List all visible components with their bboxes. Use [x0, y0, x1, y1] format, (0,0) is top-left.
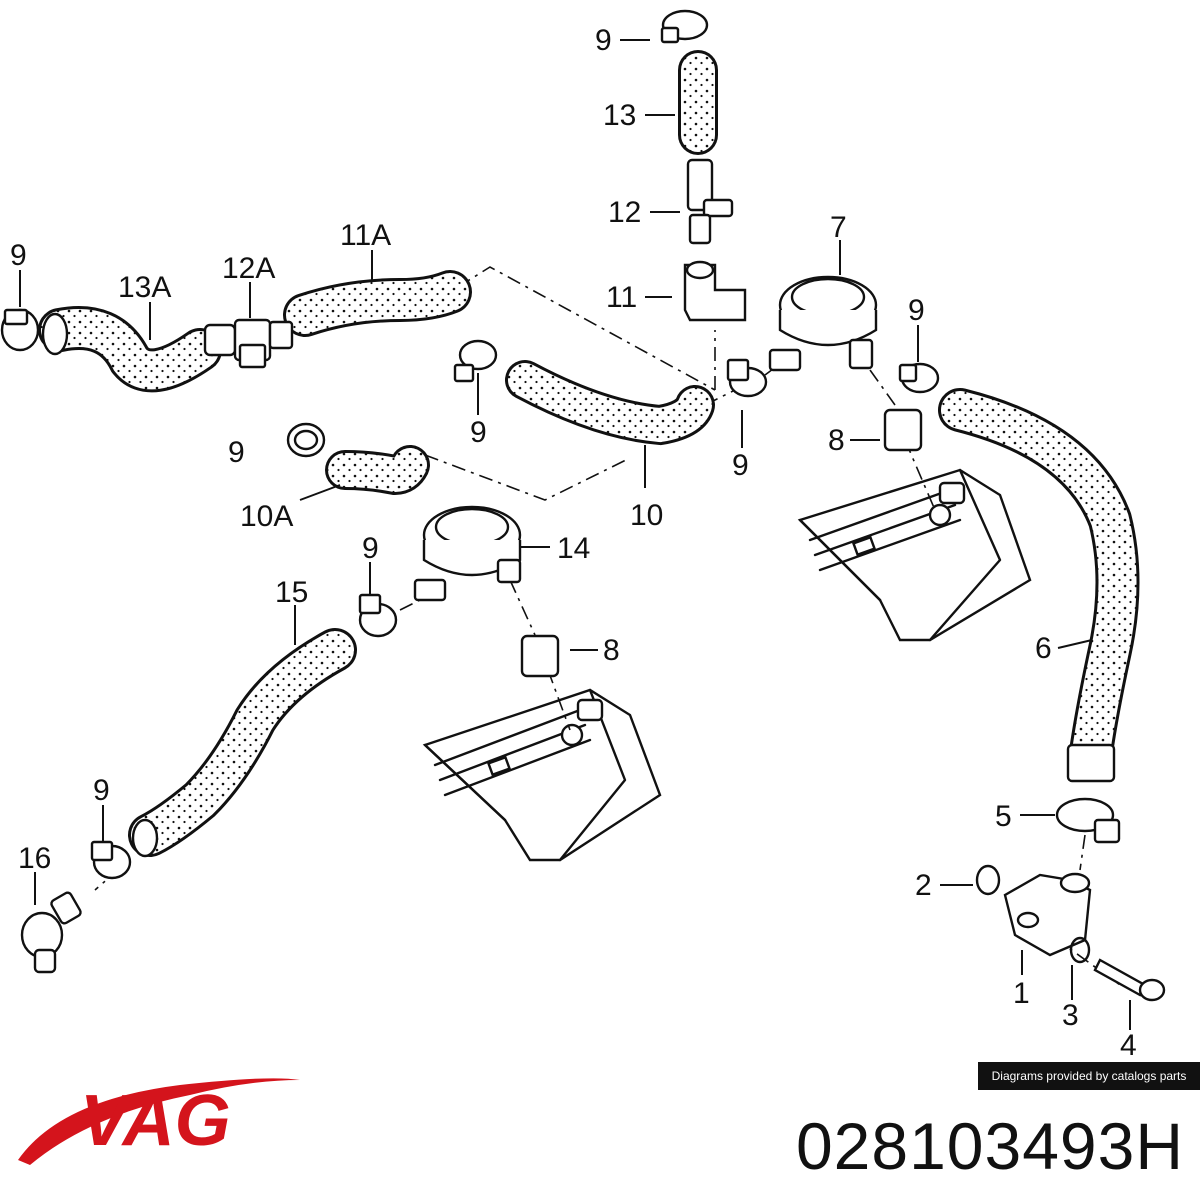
credit-banner: Diagrams provided by catalogs parts: [978, 1062, 1200, 1090]
connector-12: [686, 158, 734, 245]
label-8-bottom: 8: [603, 634, 620, 667]
bolt-4: [1093, 958, 1166, 1002]
label-5: 5: [995, 800, 1012, 833]
label-9-right-top: 9: [908, 294, 925, 327]
valve-14: [413, 505, 522, 602]
label-7: 7: [830, 211, 847, 244]
connector-12a: [203, 318, 294, 369]
hose-11a: [283, 270, 472, 337]
fitting-1: [1003, 872, 1092, 957]
valve-7: [768, 275, 878, 372]
label-10: 10: [630, 499, 663, 532]
washer-3: [1069, 936, 1091, 964]
label-14: 14: [557, 532, 590, 565]
label-8-top: 8: [828, 424, 845, 457]
label-12: 12: [608, 196, 641, 229]
label-9-top: 9: [595, 24, 612, 57]
label-9-10a: 9: [228, 436, 245, 469]
label-9-bottom-left: 9: [93, 774, 110, 807]
vag-logo-swoosh: [18, 1078, 300, 1165]
assembly-dash-lines: [94, 266, 1121, 986]
hose-6: [938, 388, 1140, 783]
hose-10: [505, 360, 715, 446]
hose-10a: [325, 445, 430, 496]
label-15: 15: [275, 576, 308, 609]
label-4: 4: [1120, 1029, 1137, 1062]
label-2: 2: [915, 869, 932, 902]
vag-logo: VAG: [18, 1078, 300, 1165]
label-11a: 11A: [340, 219, 391, 252]
clamp-9-mid-left: [453, 339, 498, 383]
hose-13a: [38, 306, 222, 393]
clamp-9-bottom-left: [90, 840, 132, 880]
label-11: 11: [606, 281, 637, 314]
hose-15: [128, 628, 357, 858]
part-labels: 9 13 12 11 11A 7 9 13A 12A 9 9 9 8 9 10 …: [10, 24, 1137, 1062]
label-6: 6: [1035, 632, 1052, 665]
clamp-9-left: [0, 308, 40, 352]
label-16: 16: [18, 842, 51, 875]
part-number: 028103493H: [795, 1109, 1184, 1183]
grommet-8-top: [883, 408, 923, 452]
clamp-9-left-10a: [286, 422, 326, 458]
oring-2: [975, 864, 1001, 896]
label-12a: 12A: [222, 252, 275, 285]
label-3: 3: [1062, 999, 1079, 1032]
label-9-mid-left: 9: [470, 416, 487, 449]
clamp-9-mid-right: [726, 358, 768, 398]
callout-leaders: [19, 39, 1131, 1030]
cylinder-head-cover-left: [422, 688, 662, 862]
elbow-11: [683, 260, 747, 322]
label-9-mid-right: 9: [732, 449, 749, 482]
label-9-15: 9: [362, 532, 379, 565]
label-13: 13: [603, 99, 636, 132]
label-10a: 10A: [240, 500, 293, 533]
vag-logo-text: VAG: [80, 1081, 231, 1161]
clamp-9-right-top: [898, 362, 940, 394]
grommet-8-bottom: [520, 634, 560, 678]
clamp-9-top: [660, 9, 709, 44]
label-1: 1: [1013, 977, 1030, 1010]
clamp-5: [1055, 797, 1121, 844]
label-13a: 13A: [118, 271, 171, 304]
cylinder-head-cover-right: [797, 468, 1032, 642]
clamp-9-left-15: [358, 593, 398, 638]
label-9-left: 9: [10, 239, 27, 272]
fitting-16: [20, 891, 82, 974]
